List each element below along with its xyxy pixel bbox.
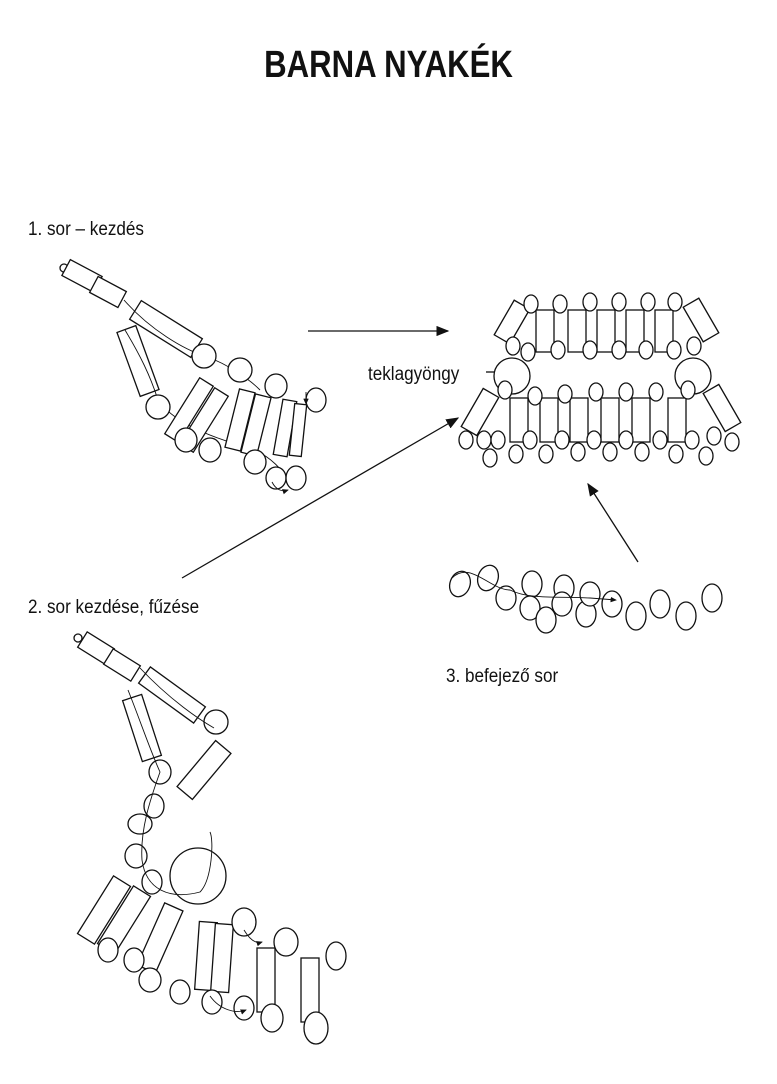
- row3-diagram: [448, 564, 723, 634]
- row2-diagram: [73, 630, 347, 1045]
- row2-label: 2. sor kezdése, fűzése: [28, 597, 200, 618]
- row3-label: 3. befejező sor: [446, 666, 559, 687]
- tekla-bead-row2: [169, 847, 227, 905]
- finished-diagram: [458, 292, 742, 468]
- page-title: BARNA NYAKÉK: [264, 44, 513, 86]
- bead-label: teklagyöngy: [368, 364, 460, 385]
- arrow-row2: [181, 417, 460, 579]
- row1-diagram: [59, 258, 327, 495]
- arrow-row3: [587, 482, 639, 563]
- row1-label: 1. sor – kezdés: [28, 219, 144, 240]
